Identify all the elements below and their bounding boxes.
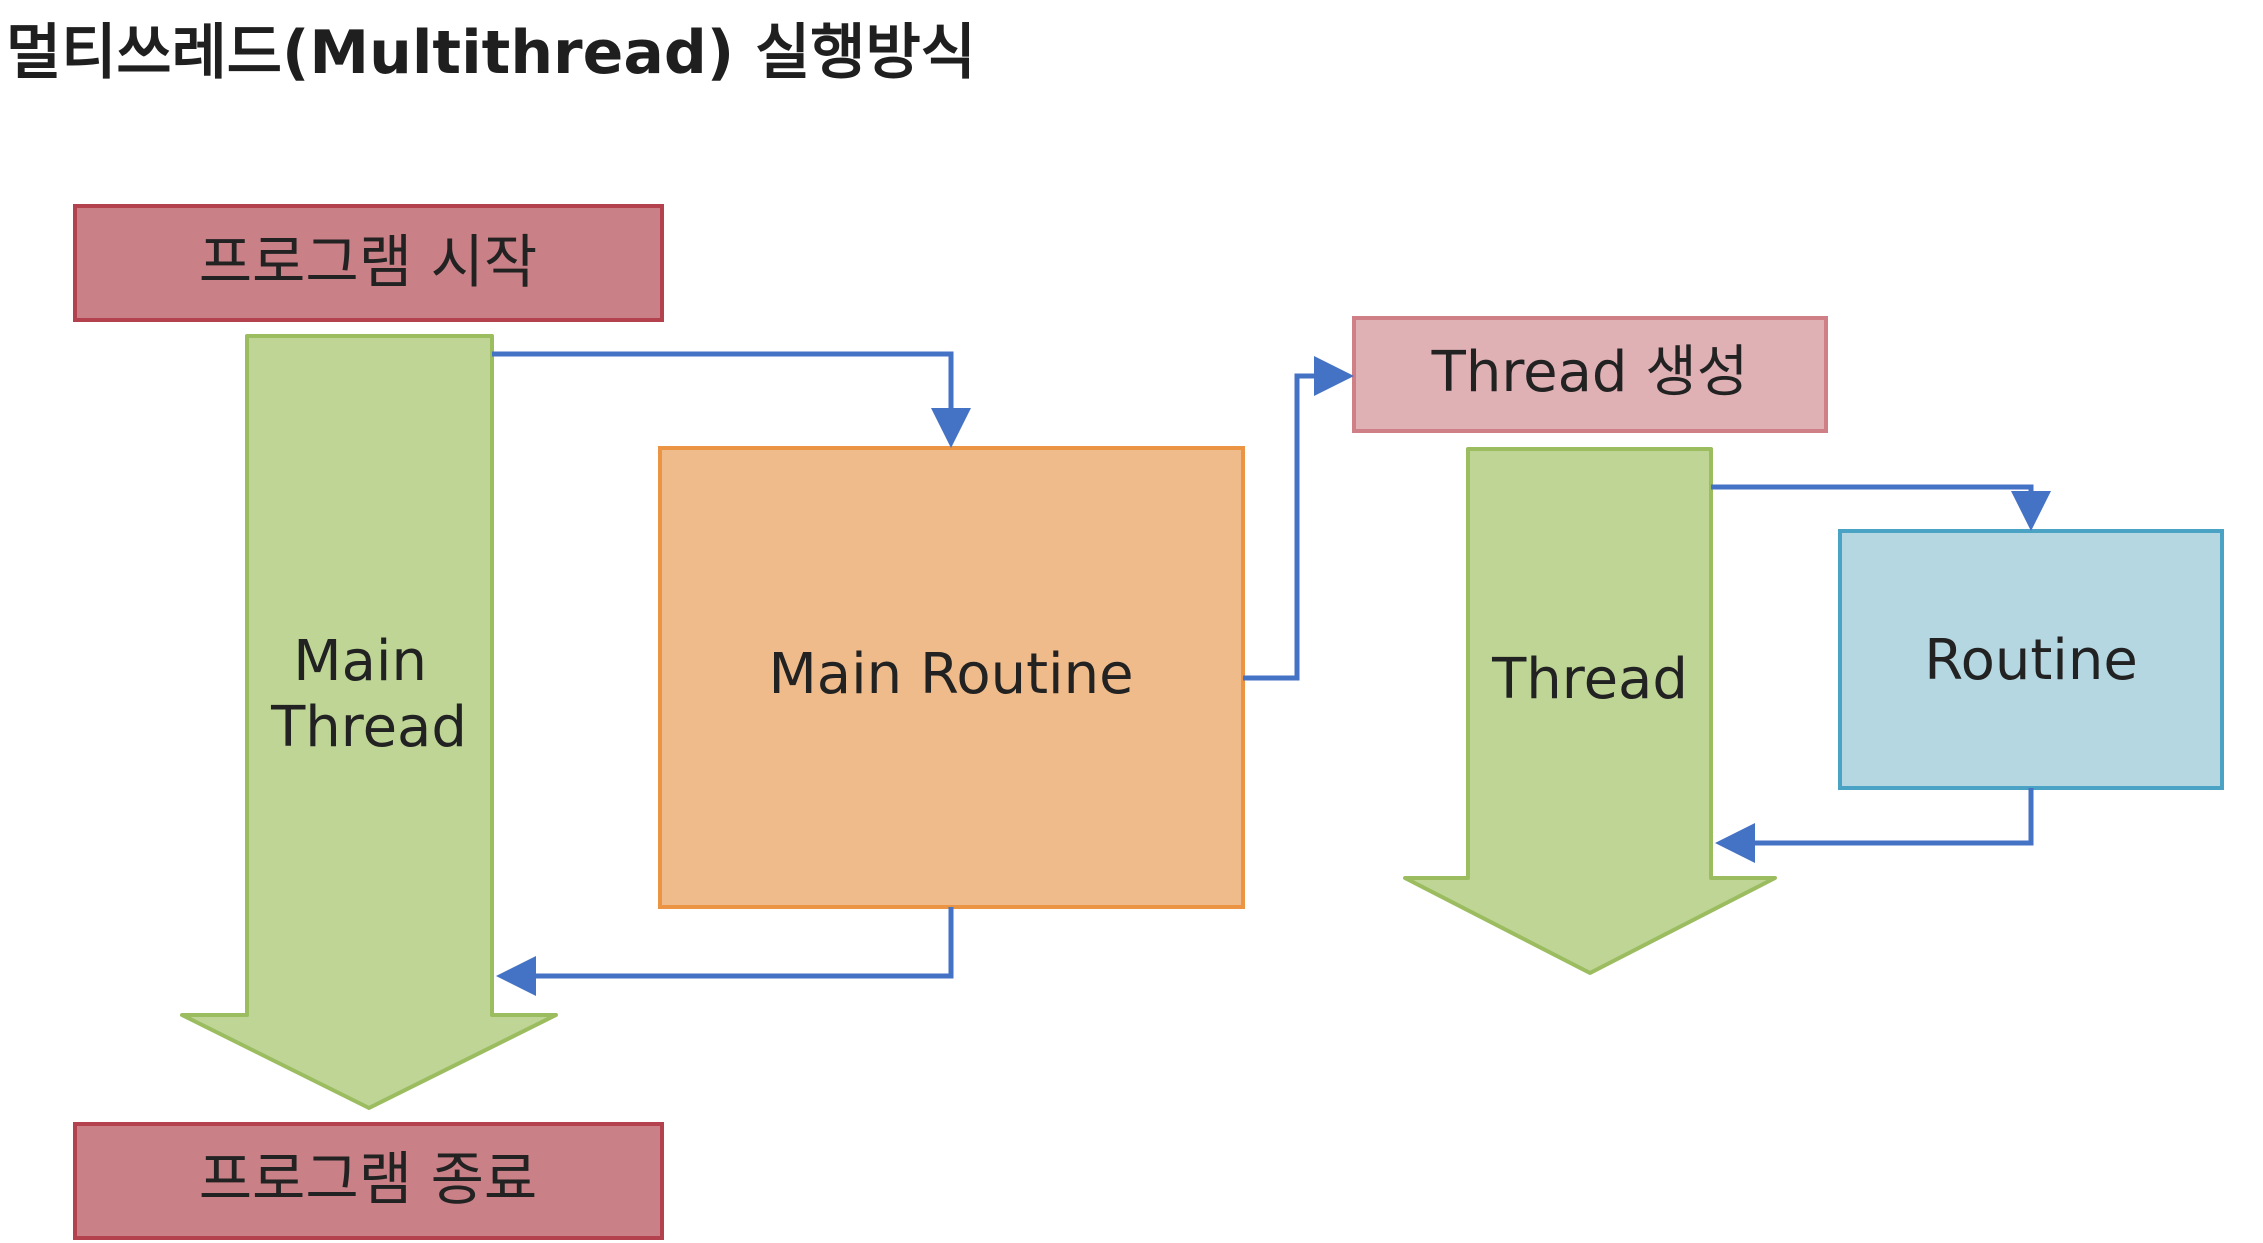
thread-create-box: Thread 생성 bbox=[1352, 316, 1828, 433]
main-thread-arrow: Main Thread bbox=[180, 334, 558, 1110]
connector-thread-to-routine bbox=[1711, 484, 2051, 531]
program-end-rect bbox=[73, 1122, 664, 1240]
main-thread-arrow-shape bbox=[180, 334, 558, 1110]
page-title: 멀티쓰레드(Multithread) 실행방식 bbox=[6, 18, 976, 88]
routine-box: Routine bbox=[1838, 529, 2224, 790]
main-routine-box: Main Routine bbox=[658, 446, 1245, 909]
thread-create-label: Thread 생성 bbox=[1431, 340, 1749, 405]
routine-label: Routine bbox=[1924, 628, 2138, 693]
main-routine-label: Main Routine bbox=[768, 642, 1133, 707]
program-start-rect bbox=[73, 204, 664, 322]
main-thread-label-line-1: Main bbox=[293, 629, 427, 694]
connector-main-routine-to-thread-create bbox=[1243, 356, 1354, 681]
main-thread-label: Main Thread bbox=[270, 629, 467, 760]
main-thread-label-line-2: Thread bbox=[270, 695, 467, 760]
program-end-label: 프로그램 종료 bbox=[199, 1145, 538, 1213]
connector-main-thread-to-main-routine bbox=[492, 351, 971, 448]
connector-main-routine-to-main-thread bbox=[496, 907, 954, 996]
thread-arrow: Thread bbox=[1403, 447, 1777, 975]
program-start-box: 프로그램 시작 bbox=[73, 204, 664, 322]
routine-rect bbox=[1838, 529, 2224, 790]
connector-routine-to-thread bbox=[1715, 788, 2034, 863]
main-routine-rect bbox=[658, 446, 1245, 909]
thread-label: Thread bbox=[1491, 647, 1688, 712]
program-start-label: 프로그램 시작 bbox=[199, 228, 538, 296]
program-end-box: 프로그램 종료 bbox=[73, 1122, 664, 1240]
thread-arrow-shape bbox=[1403, 447, 1777, 975]
thread-create-rect bbox=[1352, 316, 1828, 433]
